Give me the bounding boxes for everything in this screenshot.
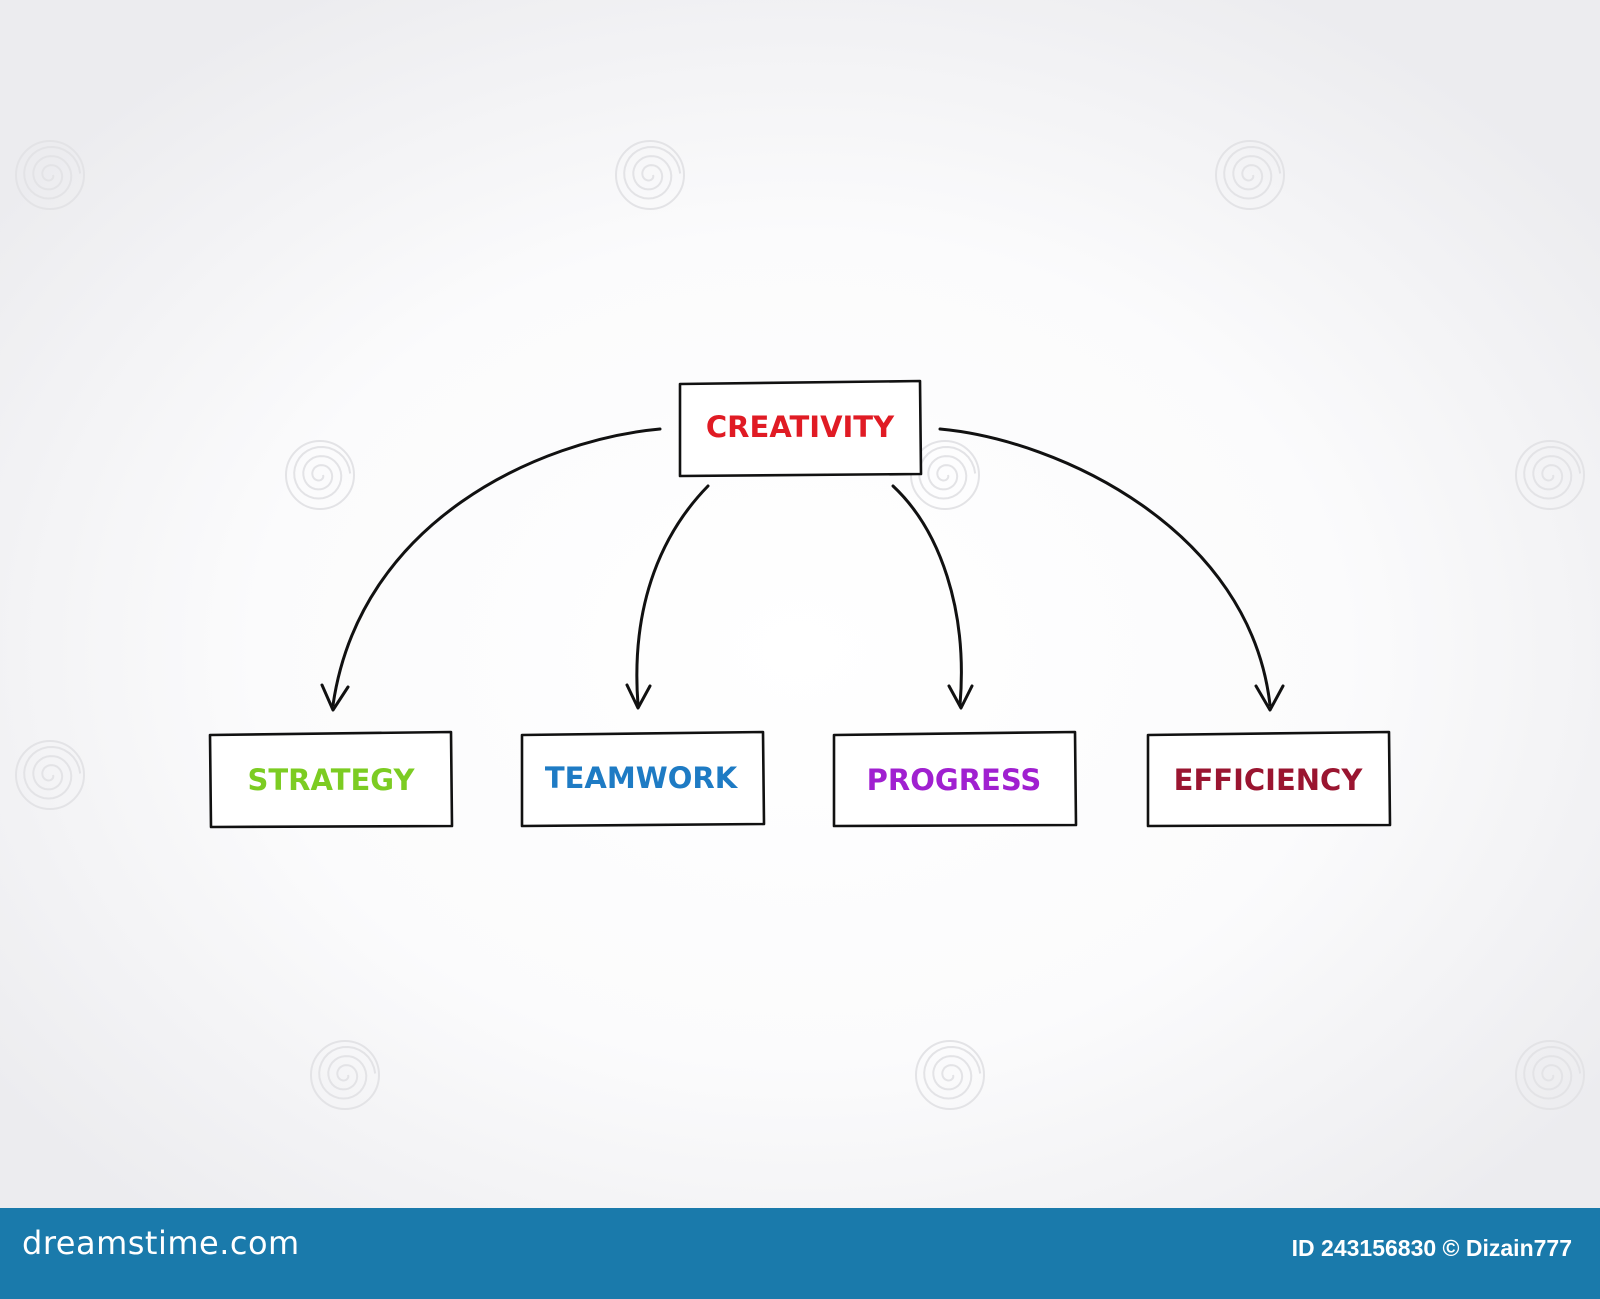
connectors xyxy=(320,427,1285,712)
watermark-spiral-icon xyxy=(310,1040,380,1110)
watermark-spiral-icon xyxy=(1515,440,1585,510)
watermark-spiral-icon xyxy=(615,140,685,210)
arrow-to-teamwork xyxy=(635,484,710,707)
diagram-canvas: CREATIVITY STRATEGY TEAMWORK PROGRESS EF… xyxy=(15,140,1585,1110)
child-node-box xyxy=(832,730,1078,828)
child-node-box xyxy=(520,730,766,828)
child-node-box xyxy=(208,730,454,829)
arrowhead-strategy xyxy=(320,683,350,712)
child-node-label: TEAMWORK xyxy=(545,761,739,795)
watermark-spiral-icon xyxy=(15,740,85,810)
arrowhead-efficiency xyxy=(1254,684,1285,712)
watermark-layer xyxy=(15,140,1585,1110)
root-node-box xyxy=(678,379,923,478)
child-node-efficiency: EFFICIENCY xyxy=(1146,730,1392,828)
child-node-label: PROGRESS xyxy=(867,763,1042,797)
arrowhead-progress xyxy=(947,684,974,710)
watermark-spiral-icon xyxy=(285,440,355,510)
watermark-spiral-icon xyxy=(1215,140,1285,210)
watermark-spiral-icon xyxy=(1515,1040,1585,1110)
watermark-spiral-icon xyxy=(915,1040,985,1110)
root-node-label: CREATIVITY xyxy=(706,410,895,444)
arrow-to-progress xyxy=(891,484,963,707)
author-name[interactable]: Dizain777 xyxy=(1465,1235,1572,1261)
child-node-teamwork: TEAMWORK xyxy=(520,730,766,828)
watermark-spiral-icon xyxy=(15,140,85,210)
copyright-icon: © xyxy=(1442,1235,1460,1261)
child-node-progress: PROGRESS xyxy=(832,730,1078,828)
child-node-label: EFFICIENCY xyxy=(1174,763,1364,797)
root-node: CREATIVITY xyxy=(678,379,923,478)
brand-logo-text[interactable]: dreamstime.com xyxy=(22,1224,300,1262)
child-node-strategy: STRATEGY xyxy=(208,730,454,829)
footer-bar: dreamstime.com ID 243156830 © Dizain777 xyxy=(0,1208,1600,1299)
arrowhead-teamwork xyxy=(625,683,652,710)
id-label: ID xyxy=(1291,1235,1315,1261)
child-node-label: STRATEGY xyxy=(248,763,416,797)
image-credit: ID 243156830 © Dizain777 xyxy=(1292,1235,1572,1262)
child-node-box xyxy=(1146,730,1392,828)
arrow-to-strategy xyxy=(331,427,662,707)
arrow-to-efficiency xyxy=(938,427,1272,707)
image-id: 243156830 xyxy=(1321,1235,1437,1261)
